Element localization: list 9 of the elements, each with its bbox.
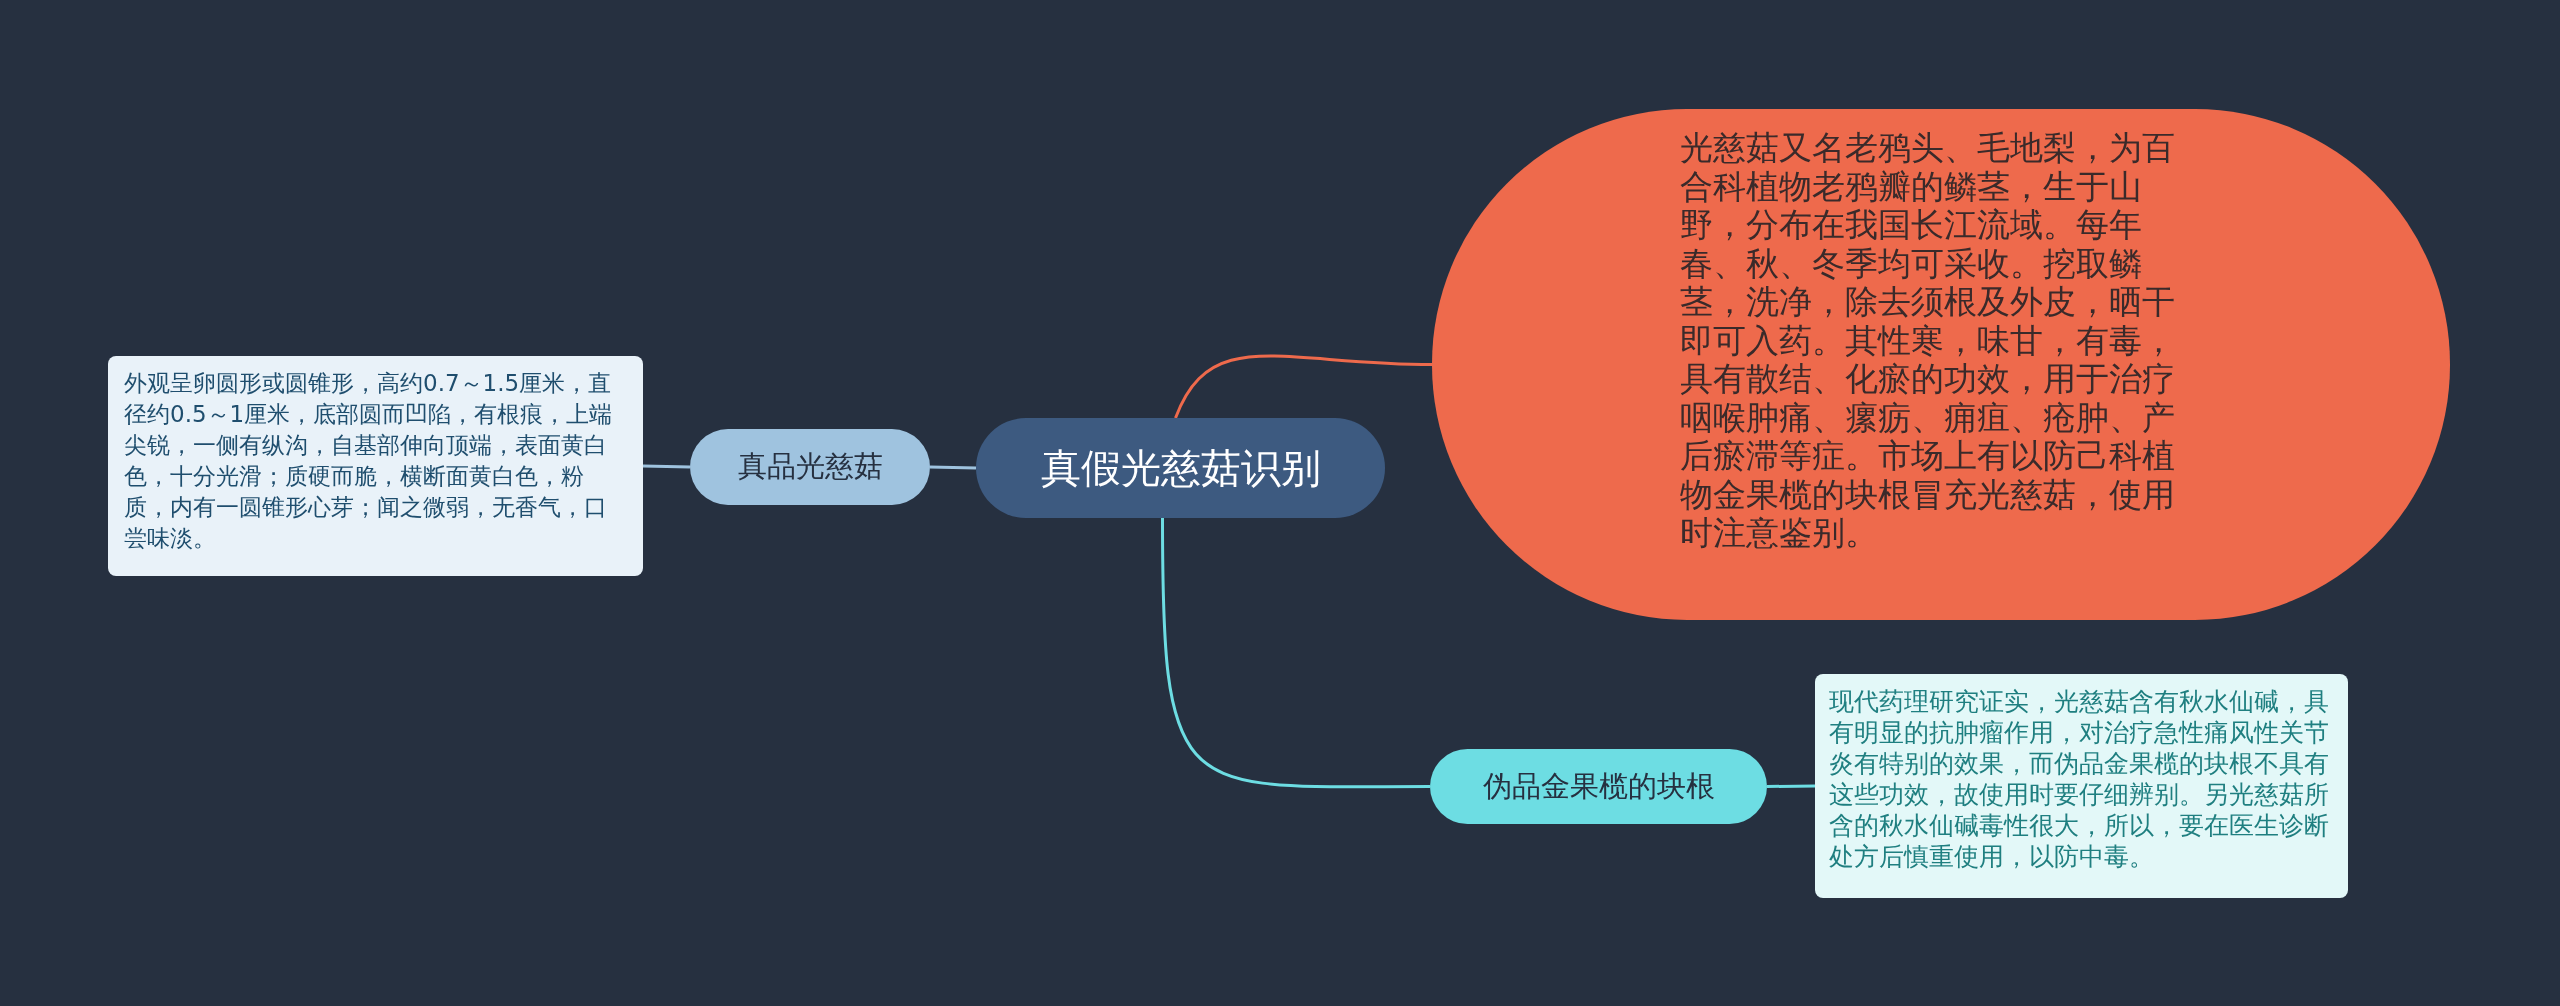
note-card: 外观呈卵圆形或圆锥形，高约0.7～1.5厘米，直径约0.5～1厘米，底部圆而凹陷，有根痕，上端尖锐，一侧有纵沟，自基部伸向顶端，表面黄白色，十分光滑；质硬而脆，横断面黄白色，粉质，内有一圆锥形心芽；闻之微弱，无香气，口尝味淡。: [108, 356, 643, 576]
note-card: 现代药理研究证实，光慈菇含有秋水仙碱，具有明显的抗肿瘤作用，对治疗急性痛风性关节炎有特别的效果，而伪品金果榄的块根不具有这些功效，故使用时要仔细辨别。另光慈菇所含的秋水仙碱毒性很大，所以，要在医生诊断处方后慎重使用，以防中毒。: [1815, 674, 2348, 898]
connector-line: [1174, 354, 1433, 419]
central-topic: 真假光慈菇识别: [976, 418, 1385, 518]
connector-line: [642, 464, 691, 469]
topic-pill: 真品光慈菇: [690, 429, 930, 505]
topic-pill: 伪品金果榄的块根: [1430, 749, 1767, 824]
connector-line: [929, 465, 977, 470]
connector-line: [1161, 518, 1430, 789]
